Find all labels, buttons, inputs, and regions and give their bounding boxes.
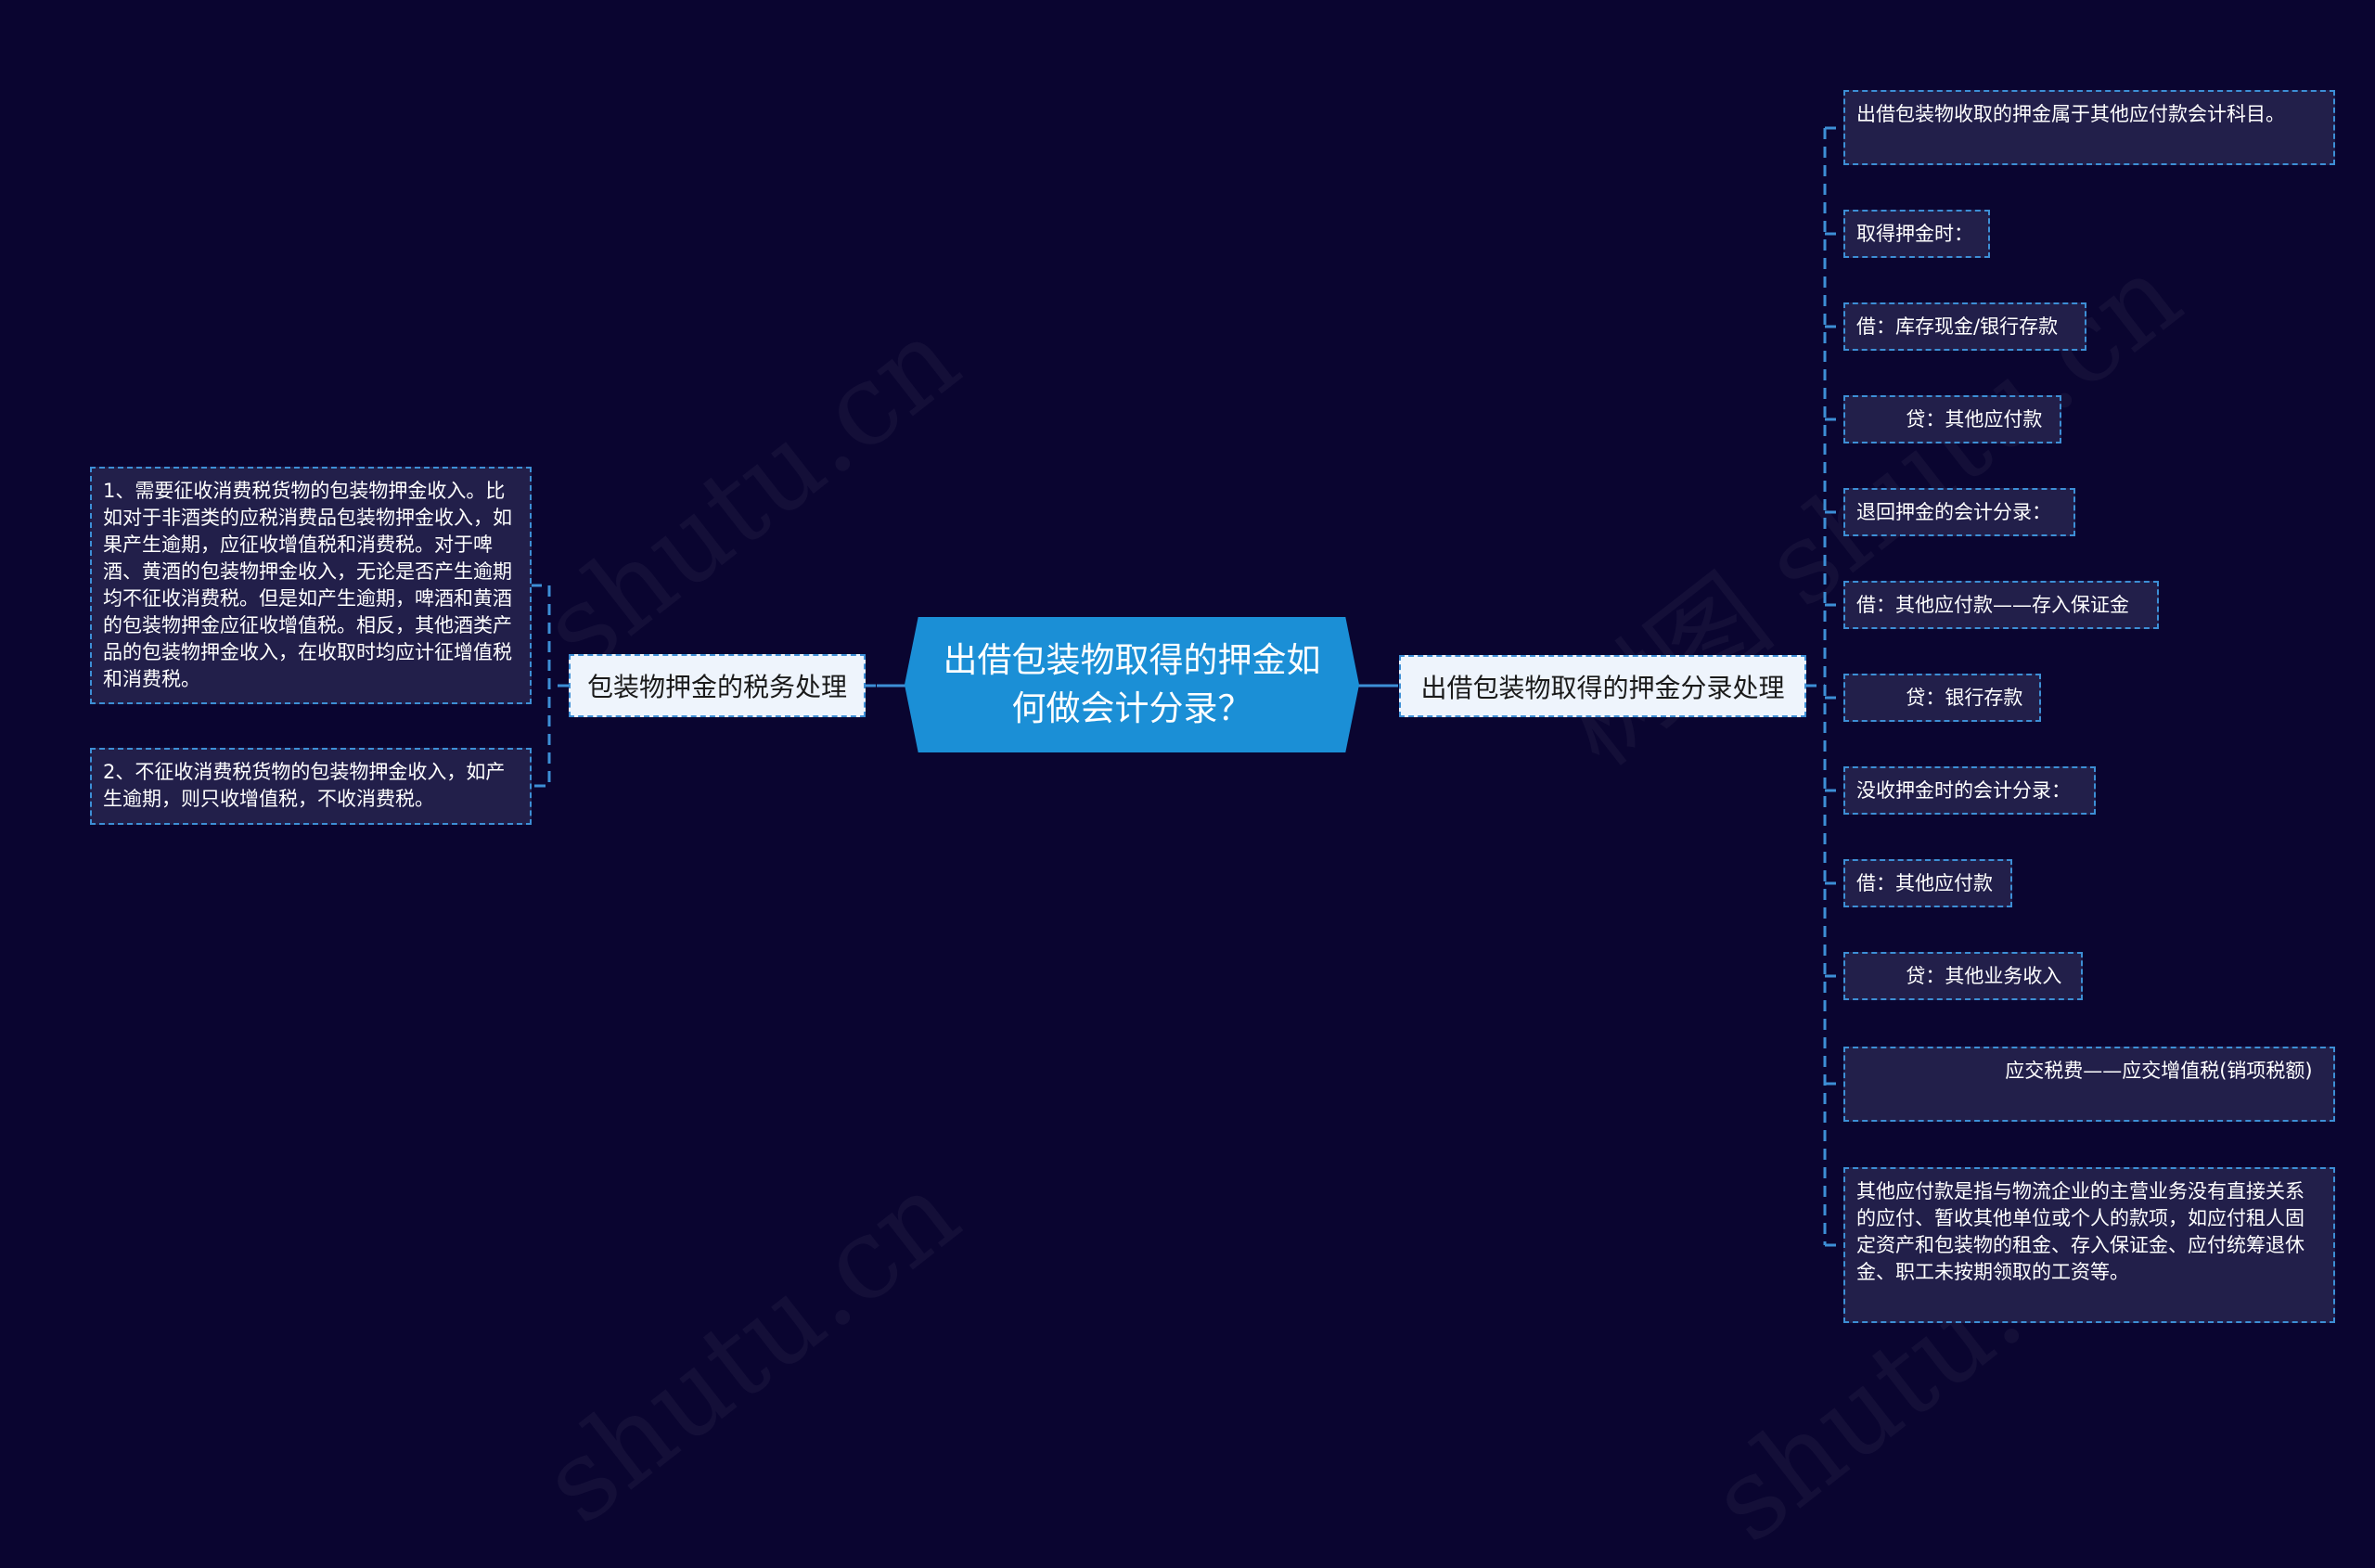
branch-label: 包装物押金的税务处理 [586, 672, 847, 702]
leaf-consumption-tax-goods[interactable]: 1、需要征收消费税货物的包装物押金收入。比如对于非酒类的应税消费品包装物押金收入… [90, 467, 532, 704]
root-topic[interactable]: 出借包装物取得的押金如何做会计分录？ [905, 617, 1359, 752]
leaf-debit-cash-bank[interactable]: 借：库存现金/银行存款 [1843, 302, 2086, 351]
leaf-credit-bank-deposit[interactable]: 贷：银行存款 [1843, 674, 2041, 722]
leaf-account-category[interactable]: 出借包装物收取的押金属于其他应付款会计科目。 [1843, 90, 2335, 165]
leaf-debit-other-payables-deposit[interactable]: 借：其他应付款——存入保证金 [1843, 581, 2159, 629]
branch-tax-treatment[interactable]: 包装物押金的税务处理 [569, 654, 866, 717]
leaf-return-deposit-heading[interactable]: 退回押金的会计分录： [1843, 488, 2075, 536]
leaf-vat-output-tax[interactable]: 应交税费——应交增值税(销项税额) [1843, 1047, 2335, 1122]
root-topic-label: 出借包装物取得的押金如何做会计分录？ [943, 640, 1321, 728]
connector-lines [531, 126, 1843, 1247]
leaf-credit-other-payables[interactable]: 贷：其他应付款 [1843, 395, 2061, 443]
leaf-other-payables-definition[interactable]: 其他应付款是指与物流企业的主营业务没有直接关系的应付、暂收其他单位或个人的款项，… [1843, 1167, 2335, 1323]
leaf-debit-other-payables[interactable]: 借：其他应付款 [1843, 859, 2012, 907]
leaf-non-consumption-tax-goods[interactable]: 2、不征收消费税货物的包装物押金收入，如产生逾期，则只收增值税，不收消费税。 [90, 748, 532, 825]
leaf-forfeit-deposit-heading[interactable]: 没收押金时的会计分录： [1843, 766, 2096, 815]
leaf-receive-deposit-heading[interactable]: 取得押金时： [1843, 210, 1990, 258]
leaf-credit-other-income[interactable]: 贷：其他业务收入 [1843, 952, 2083, 1000]
branch-journal-entries[interactable]: 出借包装物取得的押金分录处理 [1399, 655, 1806, 717]
branch-label: 出借包装物取得的押金分录处理 [1420, 672, 1785, 703]
